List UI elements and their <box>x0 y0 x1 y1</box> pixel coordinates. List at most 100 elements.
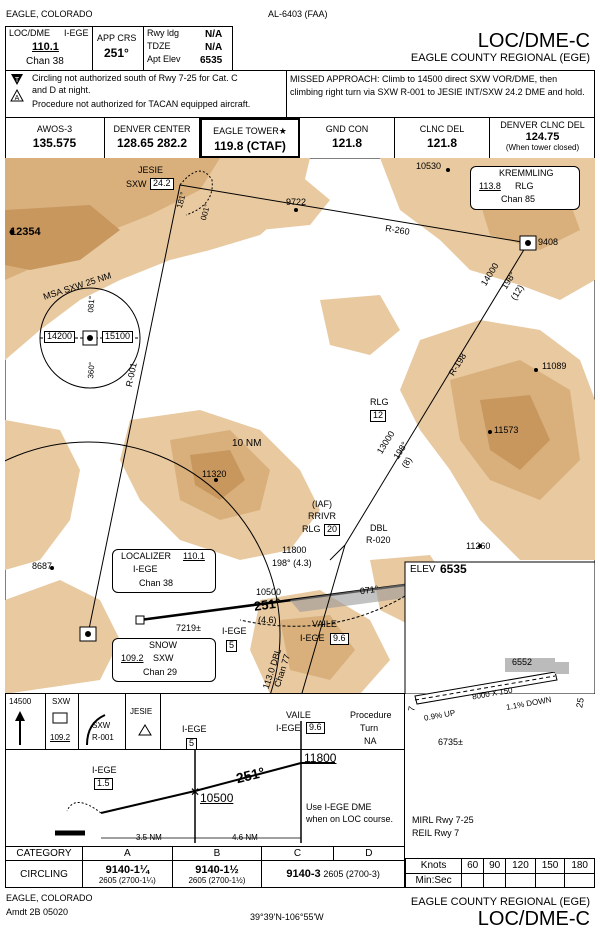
time-cell <box>505 872 536 888</box>
divider <box>5 749 405 750</box>
runway-left-number: 7 <box>406 705 417 713</box>
circling-a-mda: 9140-1¼ <box>105 863 150 876</box>
divider <box>125 693 126 749</box>
time-cell <box>534 872 566 888</box>
ring-10nm: 10 NM <box>232 438 262 449</box>
mirl-note: MIRL Rwy 7-25 <box>412 815 474 825</box>
rwy-ldg: N/A <box>205 29 223 40</box>
airport-obstacle-2: 6735± <box>438 737 463 747</box>
divider <box>143 26 144 71</box>
minsec-label: Min:Sec <box>404 872 463 888</box>
profile-vaile: VAILE <box>286 710 311 720</box>
use-dme-note: Use I-EGE DME <box>306 802 372 812</box>
rlg-label: RLG <box>370 397 389 407</box>
snow-id: SXW <box>153 653 174 663</box>
map-label: I-EGE <box>92 765 117 775</box>
fix-distance: (4.6) <box>258 615 277 625</box>
snow-chan: Chan 29 <box>143 667 178 677</box>
nav-type: LOC/DME <box>9 28 51 38</box>
plan-iege-label: I-EGE <box>222 626 247 636</box>
elev-11260: 11260 <box>466 541 491 551</box>
fix-altitude: 10500 <box>256 587 282 597</box>
kremmling-facility-box: KREMMLING 113.8 RLG Chan 85 <box>470 166 580 210</box>
footer-location: EAGLE, COLORADO <box>6 893 93 903</box>
msa-crs-top: 081° <box>86 295 97 313</box>
header-location: EAGLE, COLORADO <box>6 9 93 19</box>
runway-right-number: 25 <box>574 696 586 709</box>
cat-a: A <box>82 846 173 861</box>
ma-sxw-radial: R-001 <box>92 733 114 742</box>
localizer-freq: 110.1 <box>183 551 205 561</box>
rlg-dme: 12 <box>370 410 387 422</box>
kremmling-chan: Chan 85 <box>501 194 536 204</box>
knots-60: 60 <box>461 858 485 874</box>
leg3-crs: 198° (4.3) <box>272 558 312 568</box>
map-dme: 1.5 <box>94 778 113 790</box>
msa-crs-bottom: 360° <box>86 361 97 379</box>
loc-chan: Chan 38 <box>26 56 64 67</box>
circling-b-hat: 2605 (2700-1½) <box>188 875 246 885</box>
proc-turn-1: Procedure <box>350 710 392 720</box>
localizer-chan: Chan 38 <box>139 578 174 588</box>
dist-segment-1: 3.5 NM <box>136 833 162 842</box>
app-crs: 251° <box>104 46 129 60</box>
runway-diagram <box>414 658 569 705</box>
knots-180: 180 <box>564 858 595 874</box>
tdze: N/A <box>205 42 223 53</box>
elev-7219: 7219± <box>176 623 201 633</box>
circling-cd: 9140-3 2605 (2700-3) <box>261 860 405 888</box>
note-line-2: and D at night. <box>32 85 91 95</box>
ma-jesie: JESIE <box>130 707 153 716</box>
kremmling-name: KREMMLING <box>499 168 554 178</box>
timing-table: Knots 60 90 120 150 180 Min:Sec <box>404 858 595 888</box>
svg-text:T: T <box>15 77 20 84</box>
ma-sxw: SXW <box>52 697 71 706</box>
svg-text:A: A <box>15 95 20 102</box>
jesie-dme-prefix: SXW <box>126 179 147 189</box>
rwy-ldg-label: Rwy ldg <box>147 28 180 38</box>
grad-left: 0.9% UP <box>423 708 456 723</box>
reil-note: REIL Rwy 7 <box>412 828 460 838</box>
divider <box>286 70 287 118</box>
elev-11573: 11573 <box>494 425 519 435</box>
cat-d: D <box>332 846 406 861</box>
knots-150: 150 <box>534 858 566 874</box>
elev-11089: 11089 <box>542 361 567 371</box>
circling-b-mda: 9140-1½ <box>195 863 239 876</box>
elev-9408: 9408 <box>538 237 559 247</box>
elev-9722: 9722 <box>286 197 307 207</box>
procedure-title: LOC/DME-C <box>477 30 590 52</box>
footer-procedure: LOC/DME-C <box>477 908 590 930</box>
apt-elev: 6535 <box>200 55 223 66</box>
snow-freq: 109.2 <box>121 653 144 663</box>
divider <box>160 693 161 749</box>
localizer-facility-box: LOCALIZER 110.1 I-EGE Chan 38 <box>112 549 216 593</box>
cat-c: C <box>261 846 334 861</box>
elev-12354: 12354 <box>10 226 41 238</box>
apt-elev-label: Apt Elev <box>147 54 181 64</box>
msa-alt-east: 15100 <box>102 331 134 343</box>
chart-number: AL-6403 (FAA) <box>268 9 328 19</box>
time-cell <box>564 872 595 888</box>
circling-label: CIRCLING <box>5 860 83 888</box>
ident: I-EGE <box>64 28 89 38</box>
localizer-label: LOCALIZER <box>121 551 172 561</box>
footer-coords: 39°39'N-106°55'W <box>250 912 324 922</box>
circling-a-hat: 2605 (2700-1¼) <box>98 875 156 885</box>
proc-turn-2: Turn <box>360 723 379 733</box>
divider <box>45 693 46 749</box>
divider <box>92 26 93 71</box>
airport-elev-label: ELEV <box>410 564 436 575</box>
r020-label: R-020 <box>366 535 391 545</box>
use-dme-note-2: when on LOC course. <box>306 814 394 824</box>
jesie-dme: 24.2 <box>150 178 174 190</box>
airport-elev: 6535 <box>440 562 467 576</box>
notes-symbols-icon: T A <box>10 74 24 102</box>
footer-airport: EAGLE COUNTY REGIONAL (EGE) <box>410 896 590 908</box>
airport-name: EAGLE COUNTY REGIONAL (EGE) <box>410 52 590 64</box>
time-cell <box>461 872 485 888</box>
